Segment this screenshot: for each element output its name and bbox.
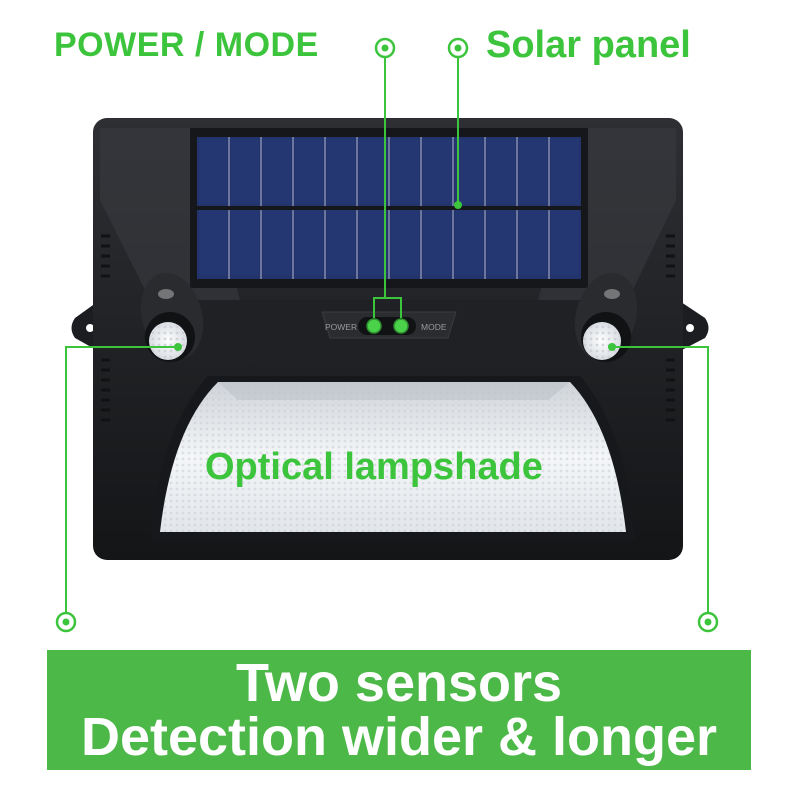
solar-cell — [551, 210, 579, 275]
solar-cell — [359, 139, 387, 204]
power-mode-label: POWER / MODE — [54, 26, 319, 64]
solar-cell — [455, 210, 483, 275]
callout-lines — [65, 48, 709, 622]
solar-cell — [295, 139, 323, 204]
solar-cell — [263, 139, 291, 204]
motion-sensor-right — [574, 272, 638, 362]
mode-button-label: MODE — [421, 322, 447, 332]
solar-cell — [455, 139, 483, 204]
power-button-label: POWER — [325, 322, 357, 332]
side-ridges-right — [666, 234, 675, 422]
solar-cell — [423, 139, 451, 204]
solar-cell — [391, 139, 419, 204]
solar-cell — [231, 210, 259, 275]
side-ridges-left — [101, 234, 110, 422]
solar-cell — [551, 139, 579, 204]
solar-cell — [327, 210, 355, 275]
solar-cell — [487, 139, 515, 204]
optical-lampshade-label: Optical lampshade — [205, 446, 543, 488]
banner-line-1: Two sensors — [235, 653, 563, 713]
power-button[interactable] — [366, 318, 382, 334]
mode-button[interactable] — [393, 318, 409, 334]
solar-cell — [359, 210, 387, 275]
feature-banner: Two sensors Detection wider & longer — [47, 650, 751, 770]
solar-cell — [199, 139, 227, 204]
banner-line-2: Detection wider & longer — [80, 707, 718, 767]
solar-cell — [391, 210, 419, 275]
solar-cell — [423, 210, 451, 275]
callout-markers — [55, 37, 719, 633]
mounting-ear-right — [678, 300, 709, 352]
optical-lampshade — [150, 376, 636, 540]
solar-cell — [263, 210, 291, 275]
solar-cell — [199, 210, 227, 275]
solar-cell — [327, 139, 355, 204]
solar-panel — [190, 128, 588, 288]
solar-cell — [519, 210, 547, 275]
solar-cell — [295, 210, 323, 275]
solar-panel-label: Solar panel — [486, 24, 691, 66]
mounting-ear-left — [71, 300, 100, 352]
solar-cell — [231, 139, 259, 204]
solar-cell — [519, 139, 547, 204]
solar-cell — [487, 210, 515, 275]
